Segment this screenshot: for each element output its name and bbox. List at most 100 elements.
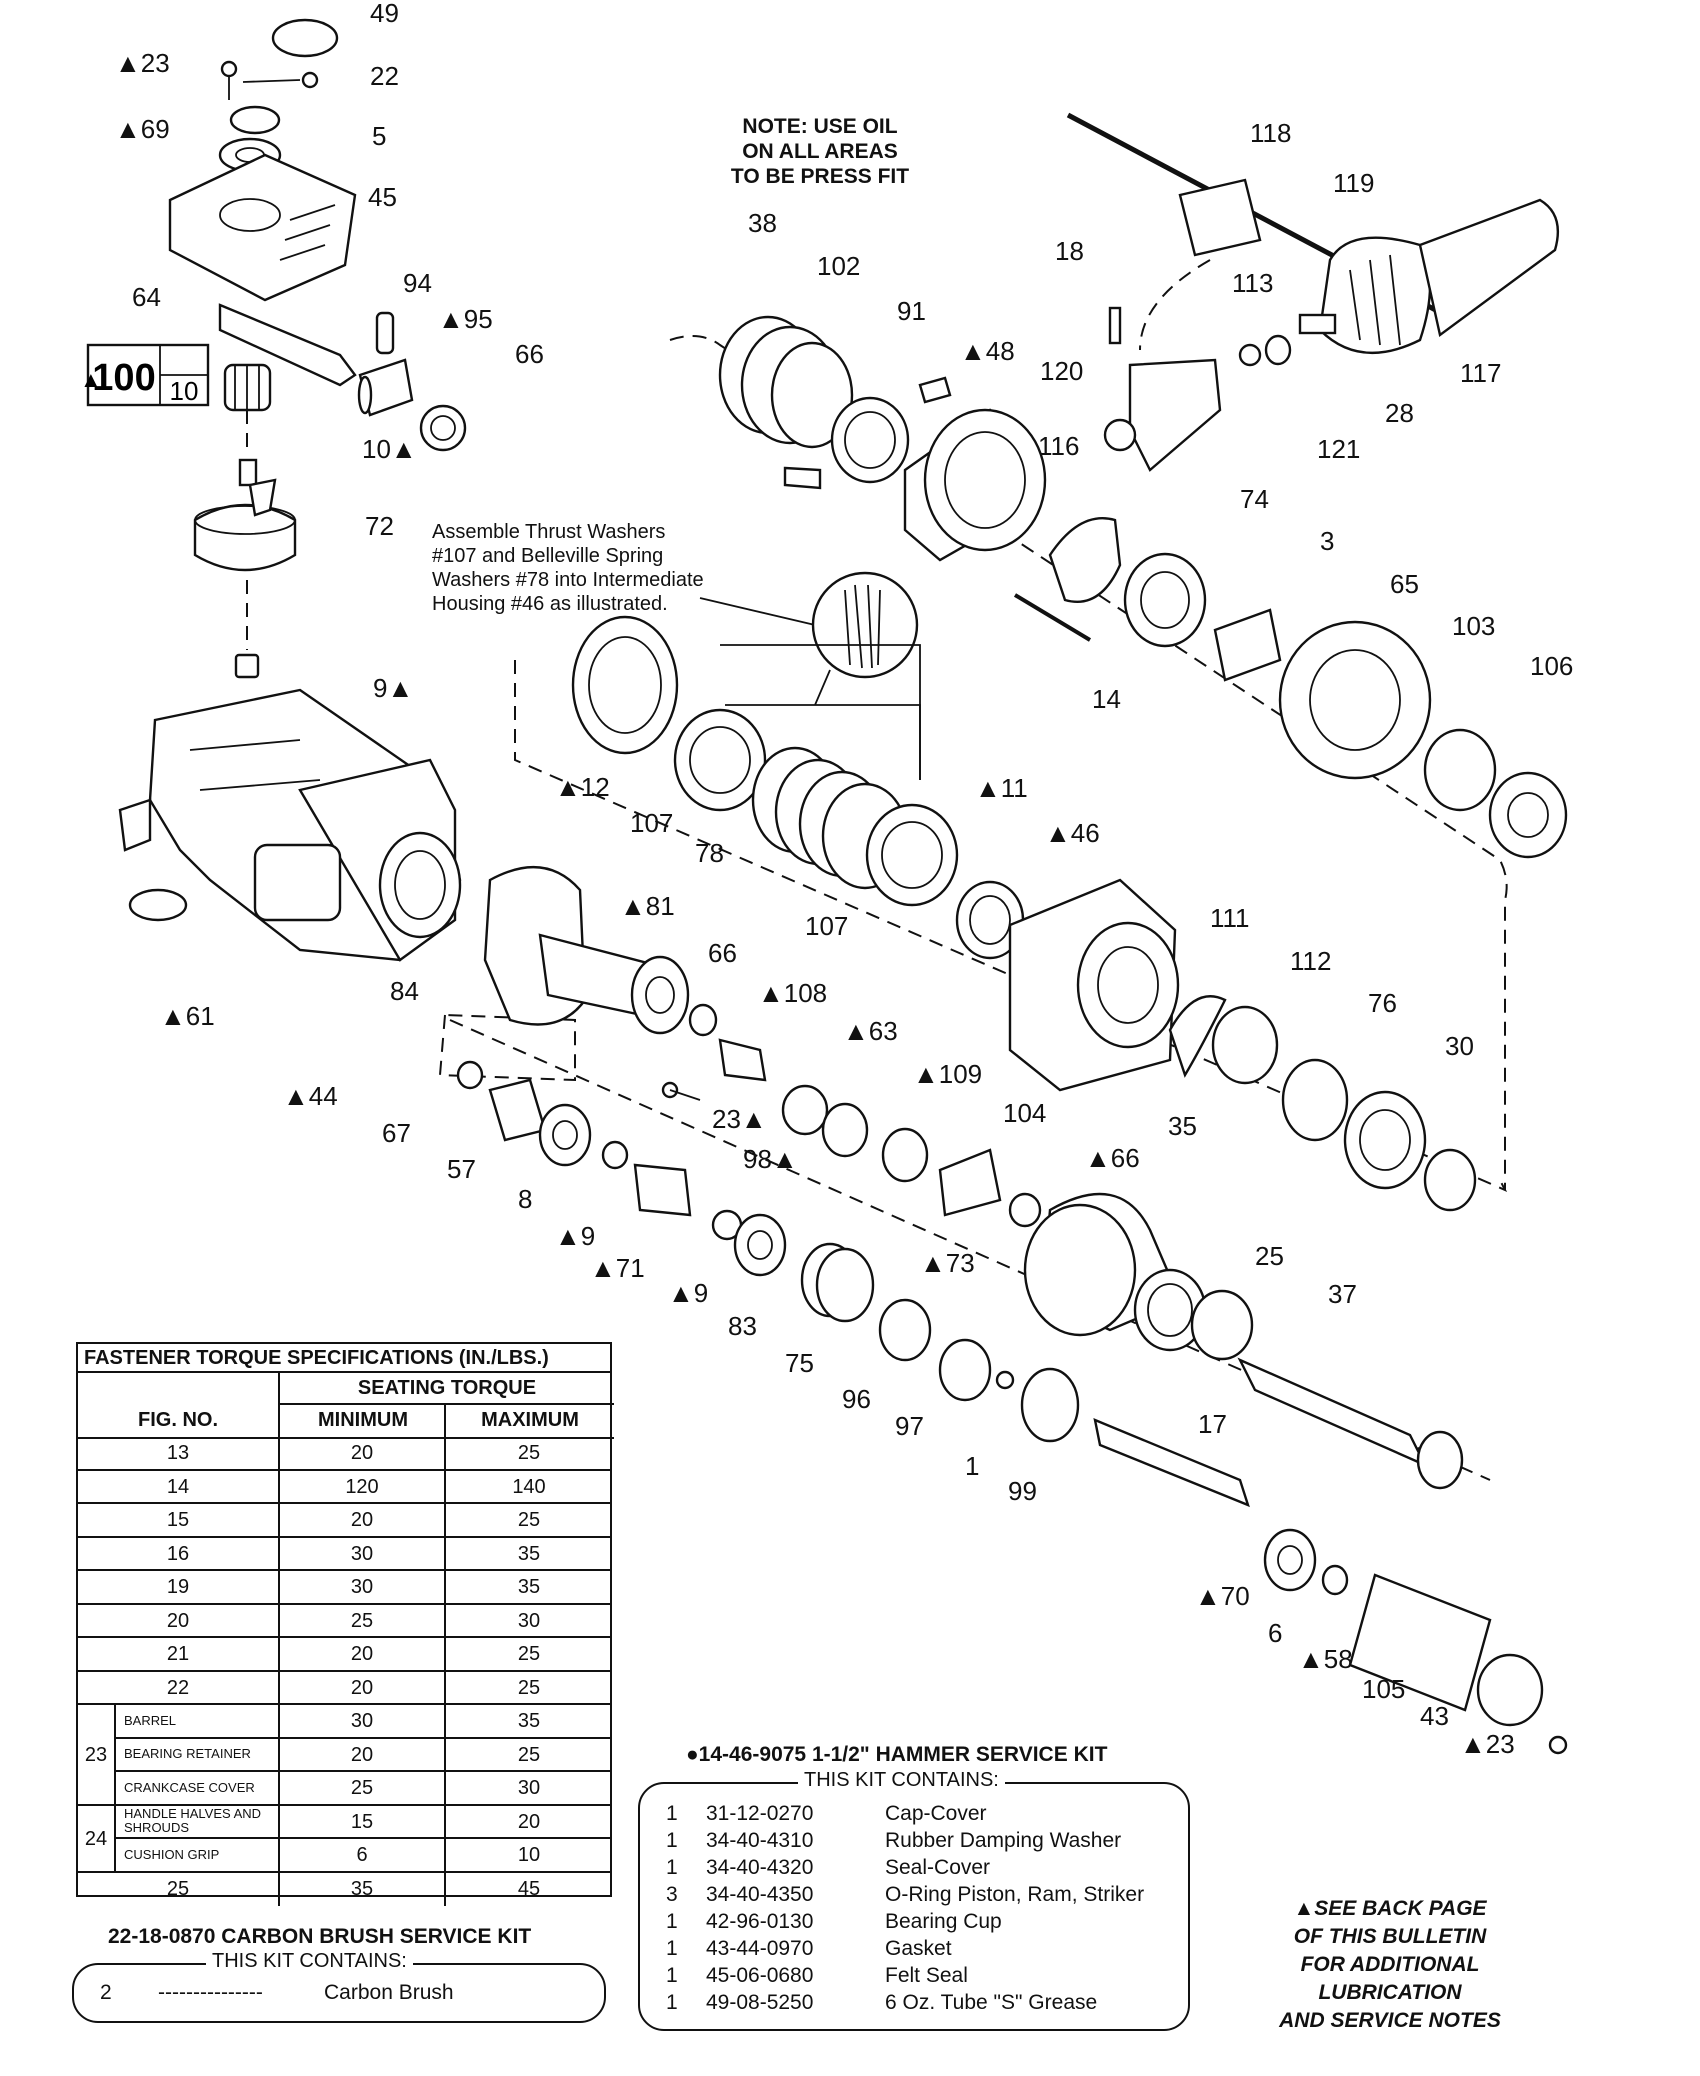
side-handle: [1066, 112, 1560, 472]
part-label: 105: [1362, 1674, 1405, 1704]
fig-cell: 19: [78, 1571, 278, 1605]
part-label: 23▲: [712, 1104, 767, 1134]
part-label: 103: [1452, 611, 1495, 641]
kit-item-part: 49-08-5250: [706, 1991, 814, 2014]
part-label: ▲71: [590, 1253, 645, 1283]
min-cell: 25: [278, 1772, 444, 1806]
svg-text:Assemble Thrust Washers: Assemble Thrust Washers: [432, 521, 665, 543]
kit-item-part: 34-40-4310: [706, 1829, 814, 1852]
svg-text:Housing #46 as illustrated.: Housing #46 as illustrated.: [432, 593, 668, 615]
group-fig-cell: 24: [78, 1806, 114, 1873]
see-back-page-note: ▲SEE BACK PAGE OF THIS BULLETIN FOR ADDI…: [1250, 1895, 1530, 2035]
max-cell: 35: [444, 1571, 612, 1605]
part-label: ▲11: [975, 773, 1028, 803]
svg-text:▲: ▲: [80, 367, 102, 392]
component-cell: BARREL: [114, 1705, 278, 1739]
component-cell: CUSHION GRIP: [114, 1839, 278, 1873]
part-label: 99: [1008, 1476, 1037, 1506]
component-cell: BEARING RETAINER: [114, 1738, 278, 1772]
part-label: ▲9: [668, 1278, 708, 1308]
part-label: 65: [1390, 569, 1419, 599]
part-label: ▲81: [620, 891, 675, 921]
part-label: ▲46: [1045, 818, 1100, 848]
kit-item-part: 42-96-0130: [706, 1910, 814, 1933]
svg-text:#107 and Belleville Spring: #107 and Belleville Spring: [432, 545, 663, 567]
component-cell: HANDLE HALVES AND SHROUDS: [114, 1805, 278, 1839]
part-label: 9▲: [373, 673, 413, 703]
min-cell: 30: [278, 1705, 444, 1739]
min-cell: 35: [278, 1872, 444, 1906]
part-label: 8: [518, 1184, 532, 1214]
part-label: ▲69: [115, 114, 170, 144]
part-label: 107: [630, 808, 673, 838]
min-cell: 25: [278, 1604, 444, 1638]
min-cell: 15: [278, 1805, 444, 1839]
kit-item-qty: 1: [666, 1910, 678, 1933]
part-label: 72: [365, 511, 394, 541]
max-cell: 25: [444, 1738, 612, 1772]
kit-item-desc: 6 Oz. Tube "S" Grease: [885, 1991, 1098, 2014]
part-label: ▲23: [1460, 1729, 1515, 1759]
part-label: 112: [1290, 946, 1331, 976]
part-label: 119: [1333, 168, 1374, 198]
min-cell: 20: [278, 1738, 444, 1772]
detail-magnifier: [720, 571, 921, 780]
kit-item-desc: Felt Seal: [885, 1964, 968, 1987]
part-label: ▲48: [960, 336, 1015, 366]
hammer-kit-title: ●14-46-9075 1-1/2" HAMMER SERVICE KIT: [686, 1743, 1108, 1766]
part-label: 30: [1445, 1031, 1474, 1061]
part-label: 84: [390, 976, 419, 1006]
part-label: 98▲: [743, 1144, 798, 1174]
see-back-line: FOR ADDITIONAL: [1300, 1953, 1480, 1976]
part-label: 57: [447, 1154, 476, 1184]
fig-cell: 15: [78, 1504, 278, 1538]
upper-cylinder-parts: [718, 315, 1568, 859]
part-label: ▲58: [1298, 1644, 1353, 1674]
min-cell: 20: [278, 1504, 444, 1538]
part-label: 106: [1530, 651, 1573, 681]
gasket-and-barrel: [483, 865, 1042, 1228]
min-cell: 120: [278, 1470, 444, 1504]
part-label: 118: [1250, 118, 1291, 148]
svg-text:NOTE: USE OIL: NOTE: USE OIL: [742, 115, 897, 138]
see-back-line: ▲SEE BACK PAGE: [1293, 1897, 1487, 1920]
brush-kit-desc: Carbon Brush: [324, 1981, 454, 2004]
part-label: 117: [1460, 358, 1501, 388]
part-label: 97: [895, 1411, 924, 1441]
fig-cell: 25: [166, 1877, 190, 1900]
max-cell: 10: [444, 1839, 612, 1873]
press-fit-note: NOTE: USE OIL ON ALL AREAS TO BE PRESS F…: [731, 115, 909, 188]
middle-row-parts: [571, 615, 1477, 1212]
gear-housing: [118, 688, 462, 962]
upper-group-outline: [669, 335, 1508, 1190]
kit-item-qty: 1: [666, 1856, 678, 1879]
part-label: ▲66: [1085, 1143, 1140, 1173]
fig-cell: 22: [78, 1672, 278, 1705]
component-cell: CRANKCASE COVER: [114, 1772, 278, 1806]
part-label: ▲109: [913, 1059, 982, 1089]
fig-cell: 21: [78, 1638, 278, 1672]
max-cell: 35: [444, 1537, 612, 1571]
part-label: 75: [785, 1348, 814, 1378]
part-label: ▲61: [160, 1001, 215, 1031]
min-cell: 30: [278, 1571, 444, 1605]
lower-row-parts: [456, 1060, 1568, 1755]
kit-item-desc: Gasket: [885, 1937, 952, 1960]
part-label: ▲12: [555, 772, 610, 802]
kit-item-part: 34-40-4350: [706, 1883, 814, 1906]
part-label: 49: [370, 0, 399, 28]
part-label: 67: [382, 1118, 411, 1148]
part-label: 5: [372, 121, 386, 151]
part-label: 66: [708, 938, 737, 968]
part-label: ▲9: [555, 1221, 595, 1251]
part-label: 1: [965, 1451, 979, 1481]
kit-item-desc: Cap-Cover: [885, 1802, 987, 1825]
group-fig-cell: 23: [78, 1705, 114, 1806]
part-label: 25: [1255, 1241, 1284, 1271]
maximum-header: MAXIMUM: [444, 1403, 614, 1439]
part-label: 66: [515, 339, 544, 369]
part-label: 94: [403, 268, 432, 298]
min-cell: 20: [278, 1671, 444, 1705]
fig-no-header: FIG. NO.: [78, 1403, 278, 1439]
